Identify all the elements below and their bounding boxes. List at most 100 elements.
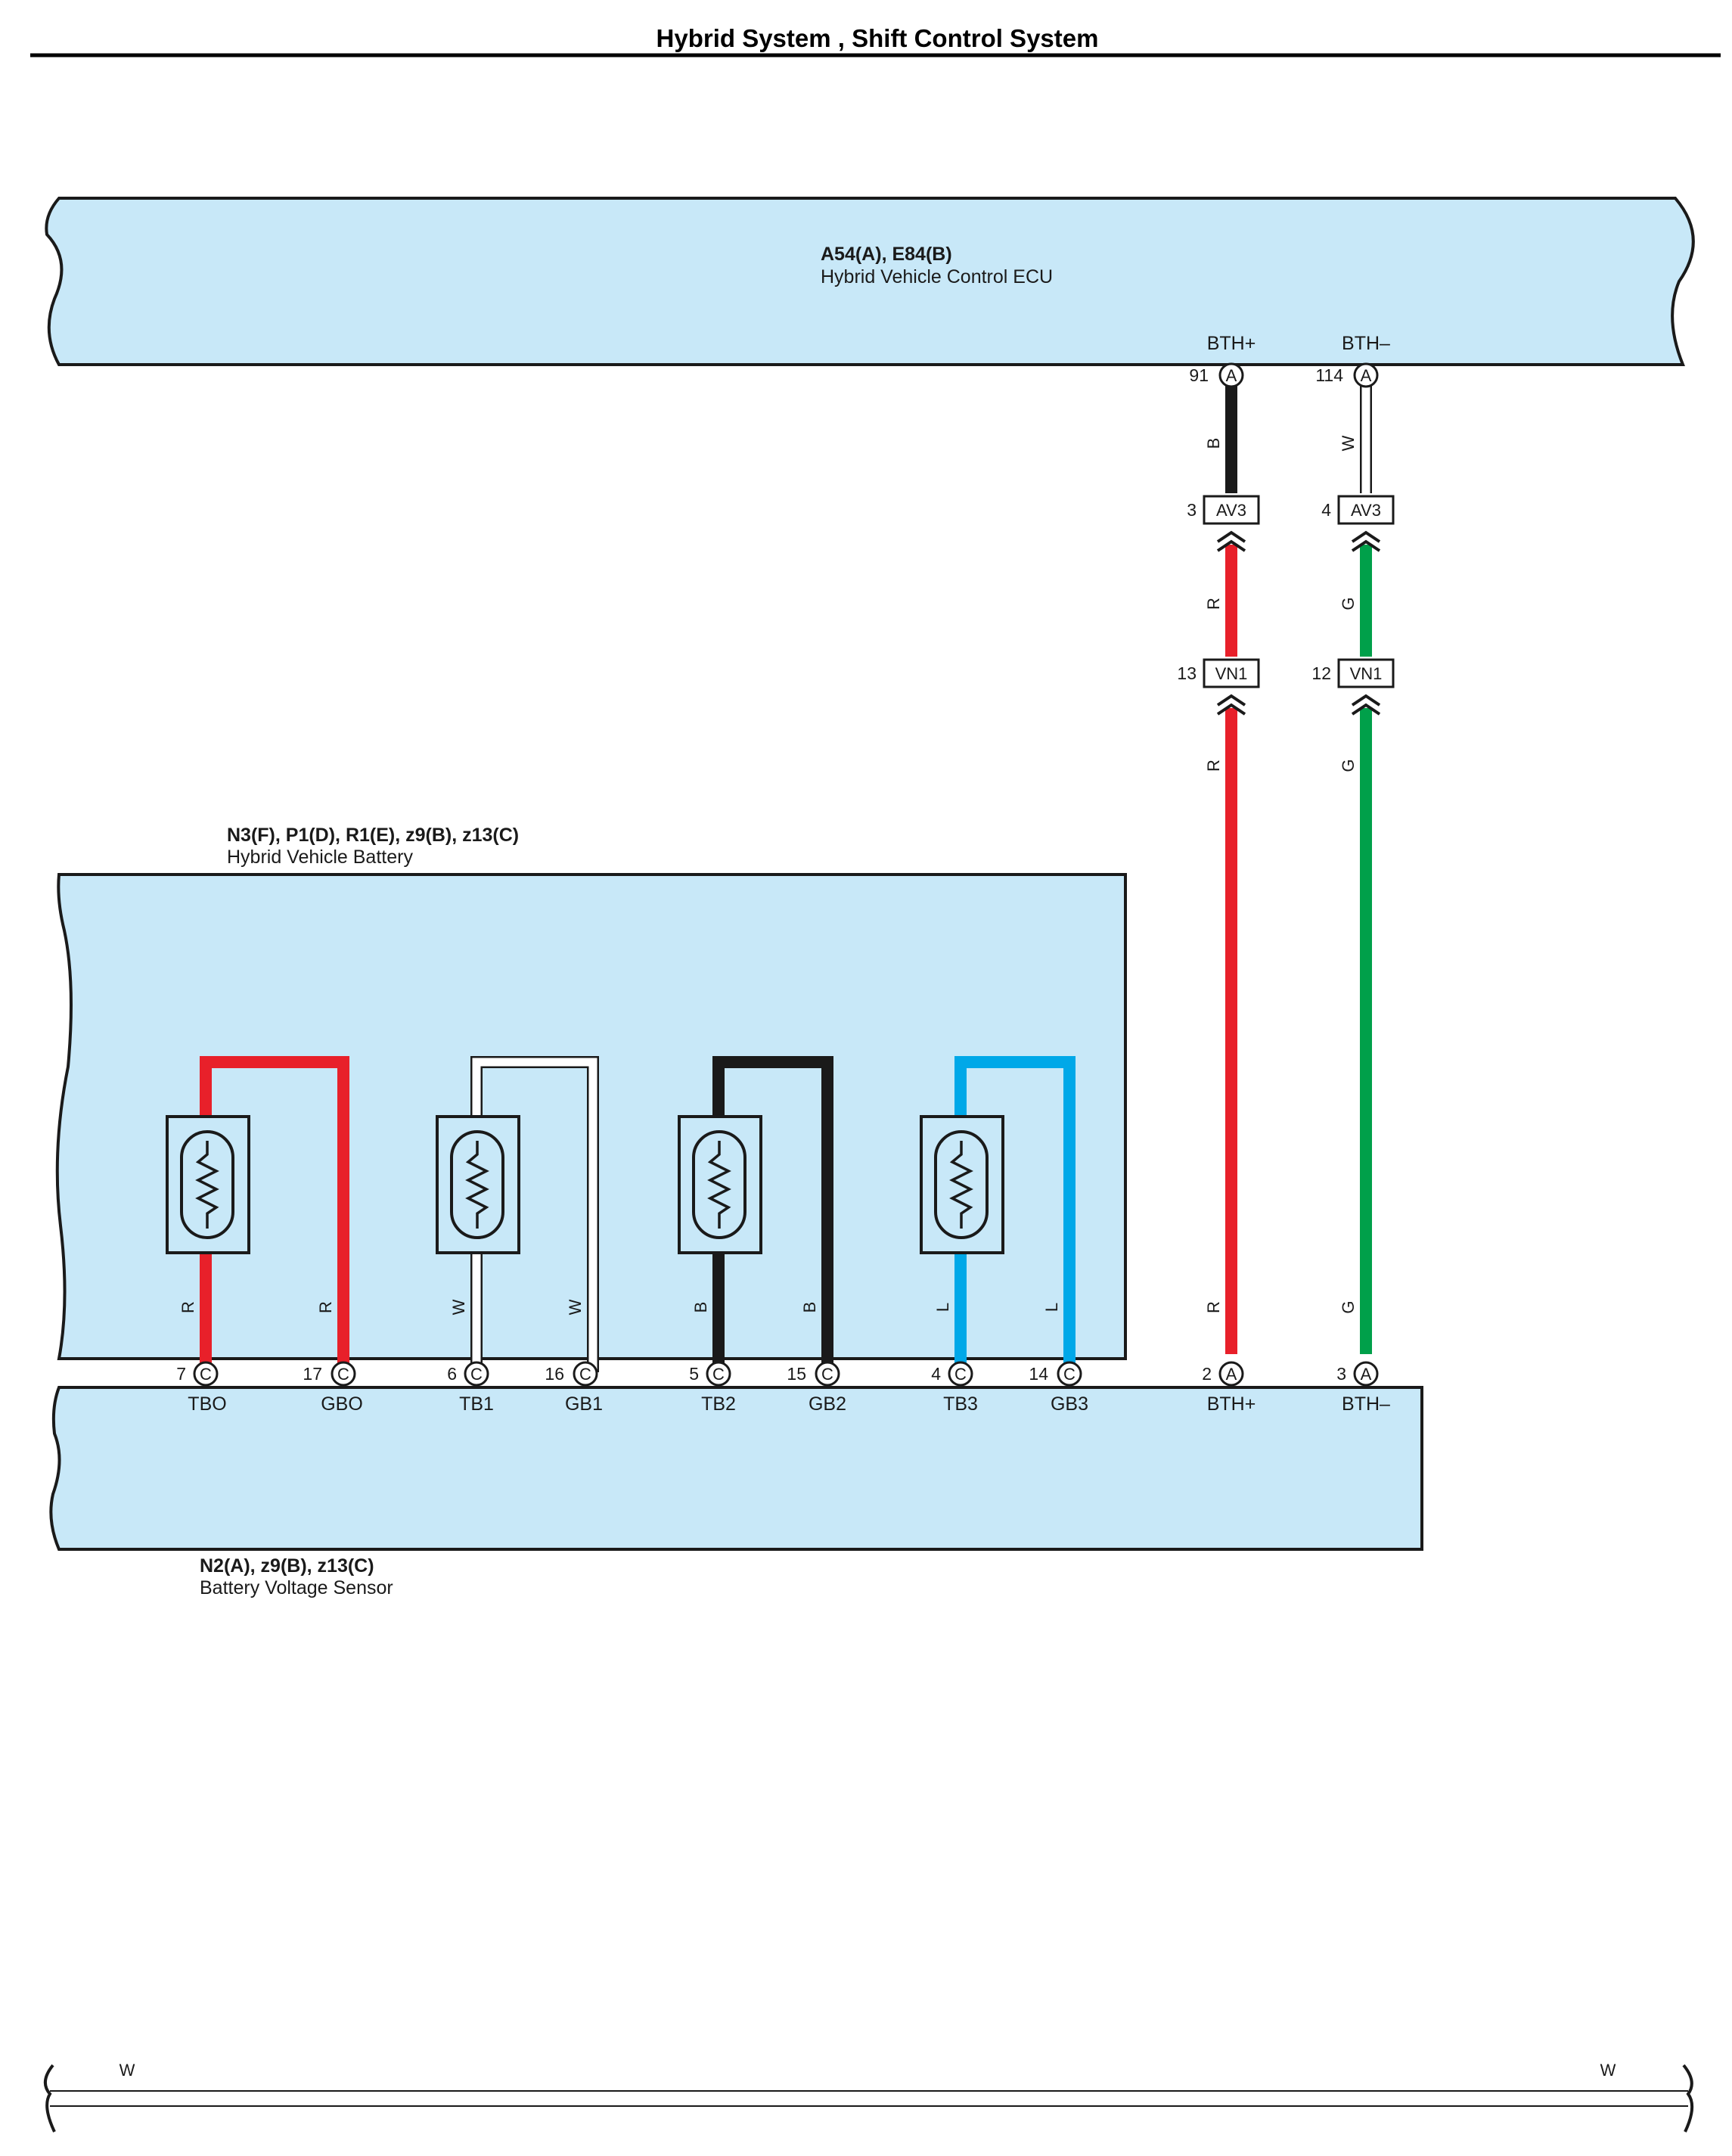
wire-color: W — [449, 1299, 468, 1315]
connector-chevron-icon — [1216, 694, 1246, 716]
footer-right-label: W — [1600, 2061, 1616, 2080]
junction-pin: 4 — [1321, 500, 1331, 520]
sensor-pin-gb2: C 15 GB2 — [787, 1361, 846, 1415]
battery-code: N3(F), P1(D), R1(E), z9(B), z13(C) — [227, 825, 519, 846]
wire-color-bth-plus-ecu: B — [1204, 438, 1223, 449]
ecu-pin-number: 114 — [1315, 365, 1343, 385]
temp-sensor-2: B B — [678, 1056, 833, 1372]
footer-left-label: W — [120, 2061, 135, 2080]
connector-circle — [1218, 1361, 1244, 1387]
wire-color: B — [691, 1302, 710, 1313]
sensor-pin-gbo: C 17 GBO — [303, 1361, 363, 1415]
pin-label: GB1 — [565, 1393, 603, 1415]
junction-box — [1337, 658, 1395, 688]
connector-chevron-icon — [1216, 530, 1246, 552]
pin-number: 4 — [931, 1364, 941, 1384]
pin-loc: C — [337, 1365, 349, 1384]
pin-label: BTH+ — [1207, 1393, 1256, 1415]
pin-number: 7 — [176, 1364, 186, 1384]
ecu-pin-label-bth-plus: BTH+ — [1207, 333, 1256, 354]
connector-circle — [815, 1361, 840, 1387]
wire-color-bth-minus-sensor: G — [1339, 1300, 1358, 1313]
sensor-pin-tb1: C 6 TB1 — [447, 1361, 494, 1415]
footer-continuation: W W — [44, 2061, 1694, 2133]
wire-color: W — [566, 1299, 585, 1315]
thermistor-capsule — [934, 1130, 989, 1239]
sensor-pin-gb3: C 14 GB3 — [1029, 1361, 1088, 1415]
pin-number: 16 — [545, 1364, 564, 1384]
resistor-icon — [949, 1141, 973, 1229]
wire-color-bth-plus-sensor: R — [1204, 1301, 1223, 1313]
pin-number: 14 — [1029, 1364, 1048, 1384]
ecu-panel — [45, 197, 1695, 366]
pin-label: TB2 — [701, 1393, 736, 1415]
pin-loc: C — [200, 1365, 212, 1384]
sensor-pin-tb3: C 4 TB3 — [931, 1361, 978, 1415]
ecu-pin-label-bth-minus: BTH– — [1342, 333, 1390, 354]
pin-loc: C — [470, 1365, 483, 1384]
pin-loc: A — [1361, 1365, 1372, 1384]
resistor-icon — [195, 1141, 219, 1229]
ecu-pin-bth-plus: A 91 — [1189, 362, 1244, 388]
wire-color-bth-minus-mid: G — [1339, 597, 1358, 610]
wire-color: R — [316, 1301, 335, 1313]
wire-color-bth-plus-mid: R — [1204, 598, 1223, 610]
wire-color: B — [800, 1302, 819, 1313]
junction-pin: 12 — [1311, 663, 1331, 683]
voltage-sensor-code: N2(A), z9(B), z13(C) — [200, 1555, 374, 1577]
pin-number: 17 — [303, 1364, 322, 1384]
sensor-pin-tbo: C 7 TBO — [176, 1361, 227, 1415]
left-break-icon — [44, 2064, 56, 2133]
wire-color: R — [178, 1301, 197, 1313]
ecu-name: Hybrid Vehicle Control ECU — [821, 266, 1053, 287]
resistor-icon — [707, 1141, 731, 1229]
junction-vn1-bth-plus: VN1 13 — [1177, 658, 1260, 716]
connector-circle — [1218, 362, 1244, 388]
junction-box — [1203, 658, 1260, 688]
junction-name: AV3 — [1351, 501, 1381, 520]
ecu-pin-bth-minus: A 114 — [1315, 362, 1379, 388]
ecu-pin-number: 91 — [1189, 365, 1209, 385]
pin-label: TB3 — [943, 1393, 978, 1415]
sensor-pin-bth-plus: A 2 BTH+ — [1202, 1361, 1256, 1415]
connector-circle — [1057, 1361, 1082, 1387]
pin-label: GB2 — [809, 1393, 846, 1415]
sensor-pin-tb2: C 5 TB2 — [689, 1361, 736, 1415]
pin-label: TBO — [188, 1393, 226, 1415]
sensor-pin-bth-minus: A 3 BTH– — [1336, 1361, 1390, 1415]
junction-pin: 13 — [1177, 663, 1197, 683]
voltage-sensor-name: Battery Voltage Sensor — [200, 1577, 393, 1598]
wire-color: L — [933, 1303, 952, 1312]
pin-number: 6 — [447, 1364, 457, 1384]
junction-av3-bth-minus: AV3 4 — [1321, 495, 1395, 552]
connector-circle — [331, 1361, 356, 1387]
pin-loc: C — [1063, 1365, 1076, 1384]
sensor-pin-gb1: C 16 GB1 — [545, 1361, 603, 1415]
thermistor-capsule — [450, 1130, 504, 1239]
connector-circle — [1353, 362, 1379, 388]
connector-circle — [464, 1361, 489, 1387]
temp-sensor-1: W W — [436, 1056, 599, 1372]
junction-box — [1203, 495, 1260, 525]
thermistor-capsule — [692, 1130, 746, 1239]
connector-chevron-icon — [1351, 694, 1381, 716]
pin-label: GB3 — [1051, 1393, 1088, 1415]
junction-pin: 3 — [1187, 500, 1197, 520]
ecu-code: A54(A), E84(B) — [821, 244, 952, 265]
junction-name: VN1 — [1350, 664, 1383, 683]
pin-loc: C — [579, 1365, 591, 1384]
connector-circle — [706, 1361, 731, 1387]
pin-loc: C — [712, 1365, 725, 1384]
pin-label: BTH– — [1342, 1393, 1390, 1415]
pin-number: 2 — [1202, 1364, 1212, 1384]
connector-circle — [948, 1361, 973, 1387]
thermistor-capsule — [180, 1130, 234, 1239]
connector-circle — [573, 1361, 598, 1387]
wire-color-bth-minus-ecu: W — [1339, 435, 1358, 451]
right-break-icon — [1682, 2064, 1694, 2133]
temp-sensor-0: R R — [166, 1056, 349, 1372]
temp-sensor-3: L L — [920, 1056, 1076, 1372]
connector-circle — [1353, 1361, 1379, 1387]
ecu-pin-loc: A — [1361, 366, 1372, 385]
